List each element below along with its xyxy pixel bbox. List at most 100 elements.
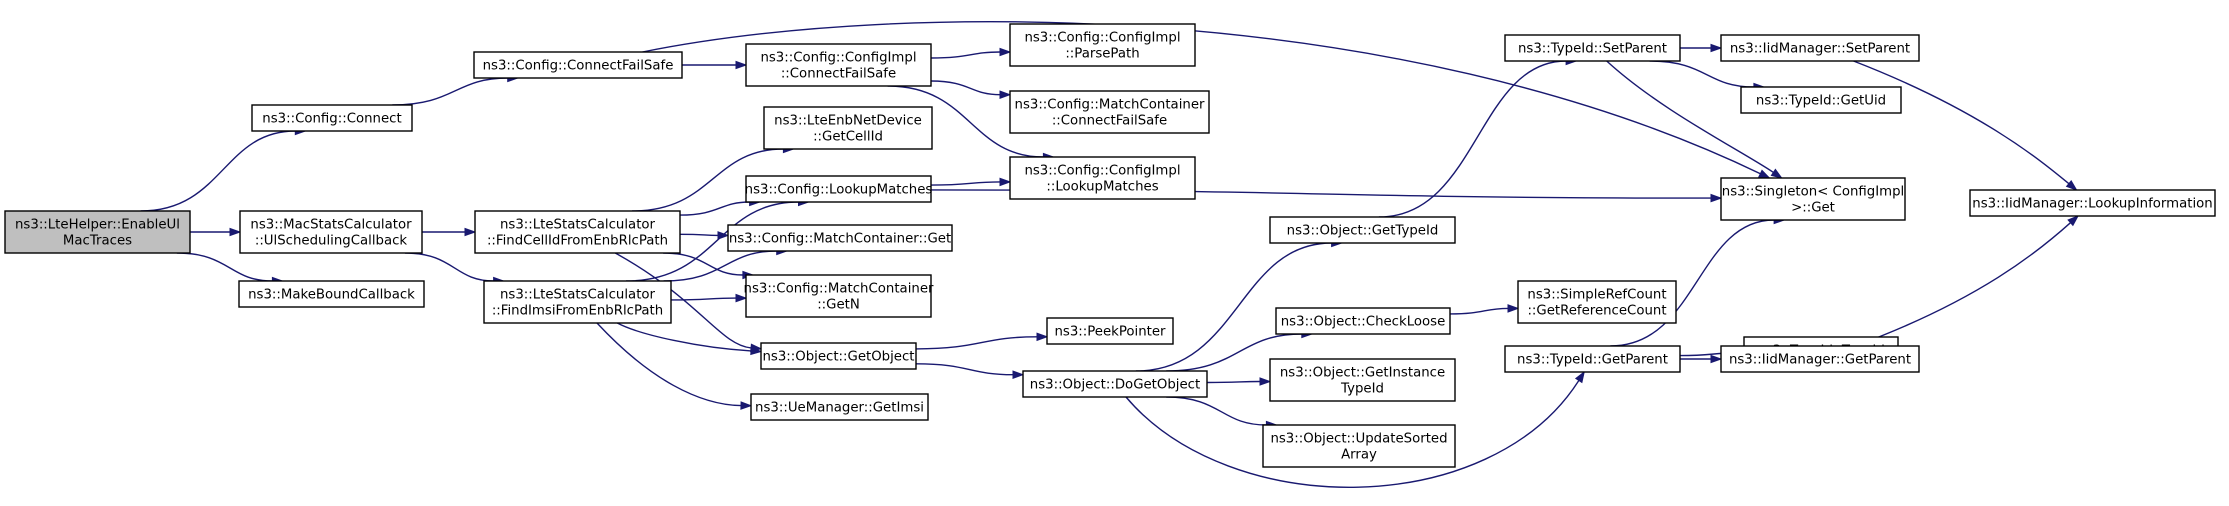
node-label: ::LookupMatches xyxy=(1046,180,1158,195)
node-label: ns3::TypeId::SetParent xyxy=(1518,42,1667,57)
node-label: ns3::Object::GetInstance xyxy=(1280,366,1445,381)
edge-ulsched-to-findimsi xyxy=(404,252,506,286)
edge-findimsi-to-getobject xyxy=(616,322,763,356)
node-label: ::ConnectFailSafe xyxy=(1052,114,1167,129)
node-label: ns3::MakeBoundCallback xyxy=(248,288,415,303)
node-peekpointer[interactable]: ns3::PeekPointer xyxy=(1046,317,1174,345)
node-box xyxy=(1275,307,1451,335)
node-impl_connectfailsafe[interactable]: ns3::Config::ConfigImpl::ConnectFailSafe xyxy=(745,43,932,87)
node-label: ns3::MacStatsCalculator xyxy=(250,218,412,233)
node-box xyxy=(1720,345,1920,373)
node-box xyxy=(745,43,932,87)
edge-dogetobject-to-getparent xyxy=(1125,370,1585,488)
node-box xyxy=(1009,23,1196,67)
node-box xyxy=(1969,189,2216,217)
node-checkloose[interactable]: ns3::Object::CheckLoose xyxy=(1275,307,1451,335)
node-label: MacTraces xyxy=(63,234,132,249)
node-label: ns3::LteHelper::EnableUl xyxy=(15,218,180,233)
node-mc_getn[interactable]: ns3::Config::MatchContainer::GetN xyxy=(744,274,934,318)
edge-getobject-to-dogetobject xyxy=(915,363,1025,380)
node-box xyxy=(1740,86,1902,114)
node-dogetobject[interactable]: ns3::Object::DoGetObject xyxy=(1022,370,1208,398)
node-getuid[interactable]: ns3::TypeId::GetUid xyxy=(1740,86,1902,114)
node-label: ::GetN xyxy=(817,298,860,313)
node-label: ns3::Config::MatchContainer::Get xyxy=(729,232,951,247)
node-label: ns3::Config::ConnectFailSafe xyxy=(483,59,674,74)
node-ulsched[interactable]: ns3::MacStatsCalculator::UlSchedulingCal… xyxy=(239,210,423,254)
node-connect[interactable]: ns3::Config::Connect xyxy=(251,104,413,132)
node-box xyxy=(1720,177,1906,221)
edge-connectfailsafe-to-impl_connectfailsafe xyxy=(682,60,748,70)
node-box xyxy=(1046,317,1174,345)
node-setparent[interactable]: ns3::TypeId::SetParent xyxy=(1504,34,1681,62)
node-label: ns3::Config::ConfigImpl xyxy=(1024,31,1180,46)
node-parsepath[interactable]: ns3::Config::ConfigImpl::ParsePath xyxy=(1009,23,1196,67)
node-impl_lookupmatches[interactable]: ns3::Config::ConfigImpl::LookupMatches xyxy=(1009,156,1196,200)
node-connectfailsafe[interactable]: ns3::Config::ConnectFailSafe xyxy=(473,51,683,79)
node-box xyxy=(1022,370,1208,398)
node-label: ns3::Object::UpdateSorted xyxy=(1270,432,1447,447)
node-label: >::Get xyxy=(1791,201,1835,216)
node-box xyxy=(474,210,681,254)
node-label: ns3::Config::ConfigImpl xyxy=(1024,164,1180,179)
call-edges xyxy=(140,21,2080,488)
node-mc_get[interactable]: ns3::Config::MatchContainer::Get xyxy=(727,224,953,252)
node-label: ns3::SimpleRefCount xyxy=(1527,288,1666,303)
node-box xyxy=(1504,34,1681,62)
node-box xyxy=(251,104,413,132)
node-box xyxy=(1009,156,1196,200)
edge-findimsi-to-mc_getn xyxy=(670,293,748,303)
node-findcellid[interactable]: ns3::LteStatsCalculator::FindCellIdFromE… xyxy=(474,210,681,254)
node-getrefcount[interactable]: ns3::SimpleRefCount::GetReferenceCount xyxy=(1517,280,1677,324)
node-box xyxy=(473,51,683,79)
node-box xyxy=(760,342,917,370)
node-box xyxy=(745,274,932,318)
node-getobject[interactable]: ns3::Object::GetObject xyxy=(760,342,917,370)
node-label: ns3::UeManager::GetImsi xyxy=(755,401,924,416)
edge-checkloose-to-getrefcount xyxy=(1449,304,1520,315)
node-label: ns3::Config::ConfigImpl xyxy=(760,51,916,66)
node-label: ns3::Object::DoGetObject xyxy=(1030,378,1200,393)
node-iid_getparent[interactable]: ns3::IidManager::GetParent xyxy=(1720,345,1920,373)
edge-enableul-to-ulsched xyxy=(189,227,242,237)
node-label: Array xyxy=(1341,448,1377,463)
node-label: ns3::Object::GetTypeId xyxy=(1287,224,1439,239)
node-box xyxy=(483,280,672,324)
edge-dogetobject-to-getinstancetypeid xyxy=(1206,377,1272,386)
node-label: ::GetCellId xyxy=(813,130,883,145)
edge-setparent-to-iid_setparent xyxy=(1680,43,1723,53)
node-getparent[interactable]: ns3::TypeId::GetParent xyxy=(1504,345,1681,373)
node-mc_connectfailsafe[interactable]: ns3::Config::MatchContainer::ConnectFail… xyxy=(1009,90,1210,134)
node-getcellid[interactable]: ns3::LteEnbNetDevice::GetCellId xyxy=(763,106,933,150)
node-label: ns3::Config::LookupMatches xyxy=(745,183,933,198)
edge-getobject-to-peekpointer xyxy=(915,332,1049,350)
node-label: ns3::IidManager::SetParent xyxy=(1730,42,1910,57)
node-lookupmatches[interactable]: ns3::Config::LookupMatches xyxy=(745,175,933,203)
edge-lookupmatches-to-impl_lookupmatches xyxy=(930,177,1012,187)
node-gettypeid[interactable]: ns3::Object::GetTypeId xyxy=(1269,216,1456,244)
node-makebound[interactable]: ns3::MakeBoundCallback xyxy=(238,280,425,308)
node-label: ::UlSchedulingCallback xyxy=(255,234,408,249)
node-label: ::GetReferenceCount xyxy=(1527,304,1666,319)
node-label: ns3::Config::MatchContainer xyxy=(744,282,934,297)
node-iid_setparent[interactable]: ns3::IidManager::SetParent xyxy=(1720,34,1920,62)
edge-iid_getparent-to-lookupinfo xyxy=(1855,215,2080,347)
node-box xyxy=(238,280,425,308)
edge-setparent-to-getuid xyxy=(1649,60,1766,92)
call-nodes: ns3::LteHelper::EnableUlMacTracesns3::Co… xyxy=(4,23,2216,468)
node-lookupinfo[interactable]: ns3::IidManager::LookupInformation xyxy=(1969,189,2216,217)
node-singleton[interactable]: ns3::Singleton< ConfigImpl >::Get xyxy=(1720,177,1906,221)
node-box xyxy=(1269,358,1456,402)
edge-findcellid-to-mc_getn xyxy=(663,252,755,280)
node-label: ::FindImsiFromEnbRlcPath xyxy=(492,304,663,319)
node-findimsi[interactable]: ns3::LteStatsCalculator::FindImsiFromEnb… xyxy=(483,280,672,324)
node-label: ::ConnectFailSafe xyxy=(781,67,896,82)
node-box xyxy=(1262,424,1456,468)
node-label: ns3::Object::CheckLoose xyxy=(1281,315,1446,330)
node-getimsi[interactable]: ns3::UeManager::GetImsi xyxy=(750,393,929,421)
node-box xyxy=(1720,34,1920,62)
